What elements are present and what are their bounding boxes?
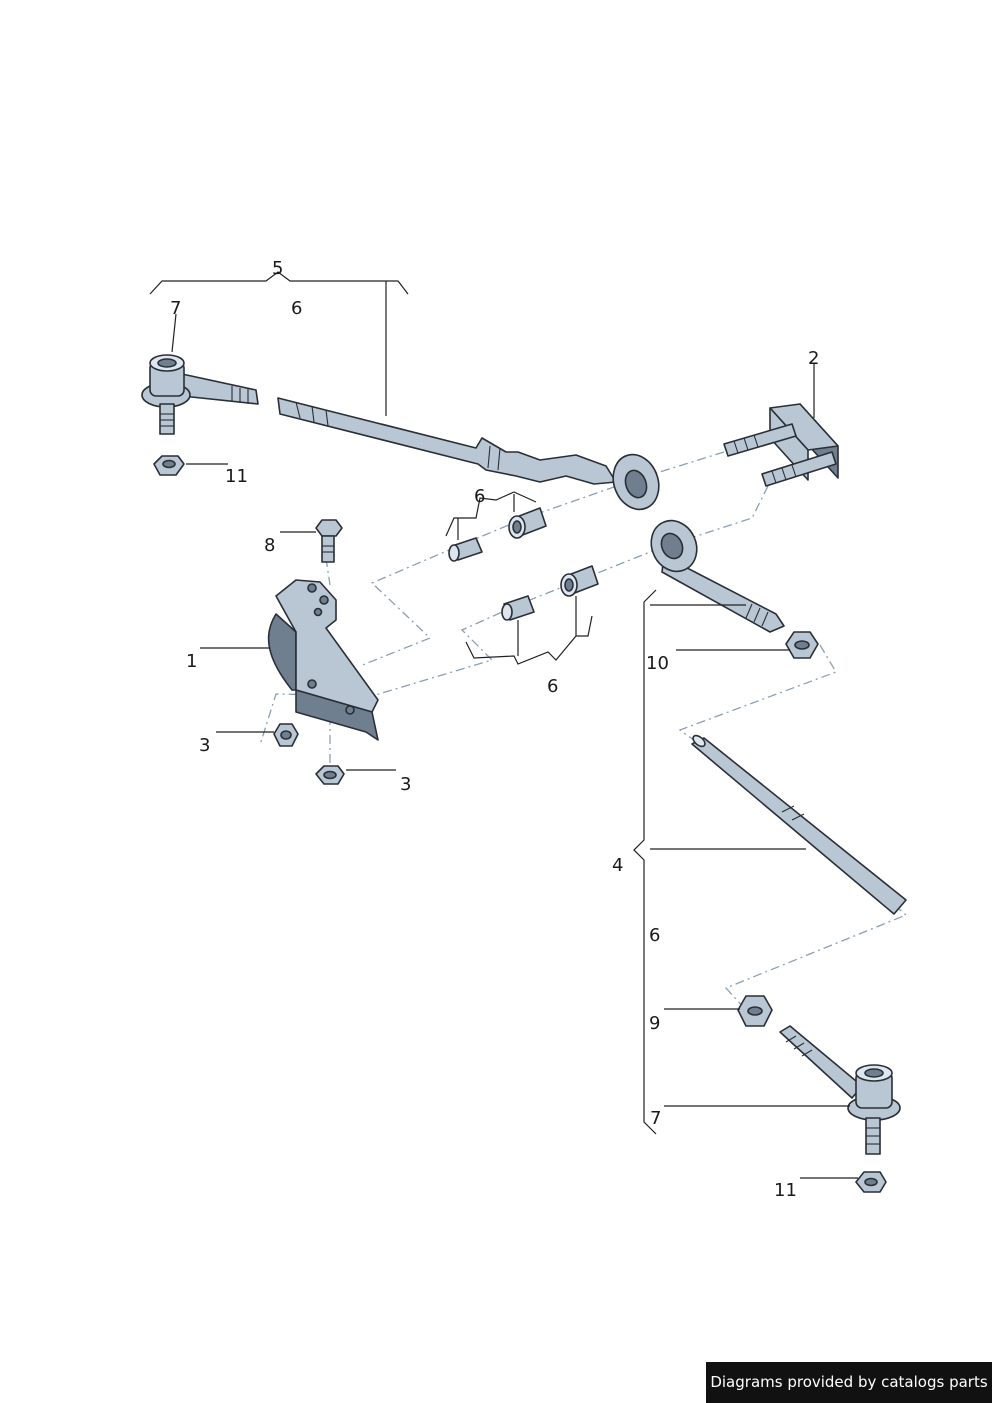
callout-7-lower: 7	[650, 1108, 661, 1129]
nut-bracket-bottom	[315, 765, 345, 785]
nut-lower-rod	[737, 995, 773, 1027]
nut-lower	[855, 1171, 887, 1193]
bush-set-upper	[448, 507, 547, 562]
callout-3-left: 3	[199, 735, 210, 756]
callout-5: 5	[272, 258, 283, 279]
bolt	[315, 519, 343, 563]
callout-4: 4	[612, 855, 623, 876]
callout-6-lower-bushes: 6	[547, 676, 558, 697]
tie-rod-end-lower	[779, 1025, 901, 1155]
bracket	[267, 579, 379, 741]
callout-6-lower-rod: 6	[649, 925, 660, 946]
tie-rod-end-upper	[141, 354, 259, 435]
mounting-plate-with-studs	[723, 403, 839, 487]
tie-rod-lower	[691, 734, 907, 915]
callout-7-upper: 7	[170, 298, 181, 319]
credit-banner: Diagrams provided by catalogs parts	[706, 1362, 992, 1403]
callout-1: 1	[186, 651, 197, 672]
bush-set-lower	[501, 565, 599, 621]
assembly-centerlines	[259, 451, 908, 1011]
callout-6-upper-bushes: 6	[474, 486, 485, 507]
callout-3-bottom: 3	[400, 774, 411, 795]
callout-8: 8	[264, 535, 275, 556]
callout-11-upper: 11	[225, 466, 248, 487]
nut-bracket-left	[273, 723, 299, 747]
nut-upper	[153, 455, 185, 476]
nut-eye-end	[785, 631, 819, 659]
callout-labels: 5 6 7 11 2 6 8 1 10 6 3 3 4 6 9 7 11	[170, 258, 819, 1201]
callout-9: 9	[649, 1013, 660, 1034]
callout-10: 10	[646, 653, 669, 674]
leader-lines	[149, 271, 858, 1179]
tie-rod-eye-end	[650, 519, 785, 633]
callout-11-lower: 11	[774, 1180, 797, 1201]
callout-2: 2	[808, 348, 819, 369]
callout-6-tie-rod: 6	[291, 298, 302, 319]
tie-rod-upper	[277, 397, 660, 511]
